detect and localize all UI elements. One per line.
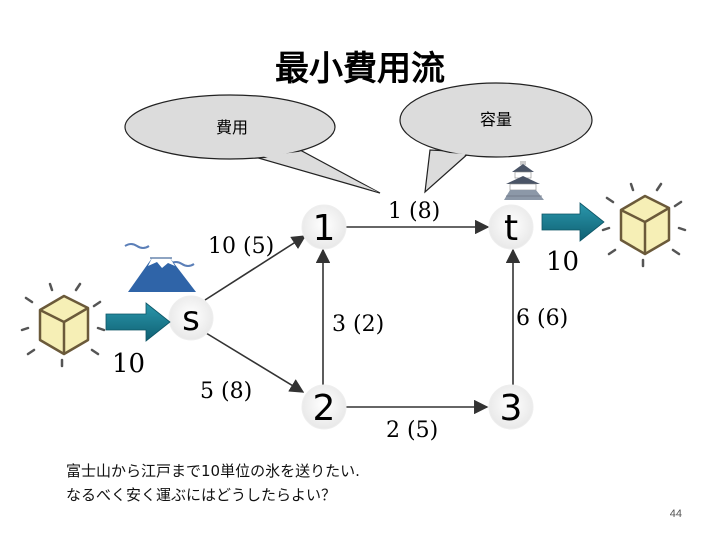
node-2: 2 [301, 384, 347, 430]
mount-fuji-icon [124, 243, 196, 292]
ice-block-right-icon [601, 182, 687, 268]
capacity-callout-label: 容量 [480, 110, 512, 129]
svg-text:2: 2 [313, 388, 336, 429]
caption-line-1: 富士山から江戸まで10単位の氷を送りたい. [66, 462, 360, 480]
svg-text:t: t [504, 208, 518, 249]
svg-text:s: s [182, 299, 200, 339]
page-number: 44 [669, 508, 682, 520]
cost-callout: 費用 [124, 94, 381, 194]
edge-label-2-1: 3 (2) [332, 312, 384, 337]
edge-label-s-2: 5 (8) [200, 379, 252, 404]
edge-label-3-t: 6 (6) [516, 306, 568, 331]
node-1: 1 [301, 204, 347, 250]
ice-block-left-icon [20, 282, 106, 368]
inflow-arrow-icon [105, 302, 171, 342]
edge-label-1-t: 1 (8) [388, 199, 440, 224]
node-t: t [488, 204, 534, 250]
caption-line-2: なるべく安く運ぶにはどうしたらよい？ [66, 486, 337, 504]
node-s: s [168, 295, 214, 341]
edge-s-1 [204, 235, 307, 301]
capacity-callout: 容量 [399, 82, 593, 194]
svg-text:3: 3 [500, 388, 523, 429]
svg-text:1: 1 [313, 208, 336, 249]
edge-s-2 [205, 332, 305, 393]
edge-label-s-1: 10 (5) [208, 234, 274, 259]
castle-icon [504, 161, 544, 200]
node-3: 3 [488, 384, 534, 430]
outflow-amount: 10 [546, 247, 579, 277]
edge-label-2-3: 2 (5) [386, 418, 438, 443]
outflow-arrow-icon [541, 202, 605, 242]
cost-callout-label: 費用 [216, 118, 248, 137]
edges [204, 219, 521, 415]
inflow-amount: 10 [112, 349, 145, 379]
caption: 富士山から江戸まで10単位の氷を送りたい. なるべく安く運ぶにはどうしたらよい？ [66, 459, 626, 507]
slide-title: 最小費用流 [275, 49, 445, 89]
